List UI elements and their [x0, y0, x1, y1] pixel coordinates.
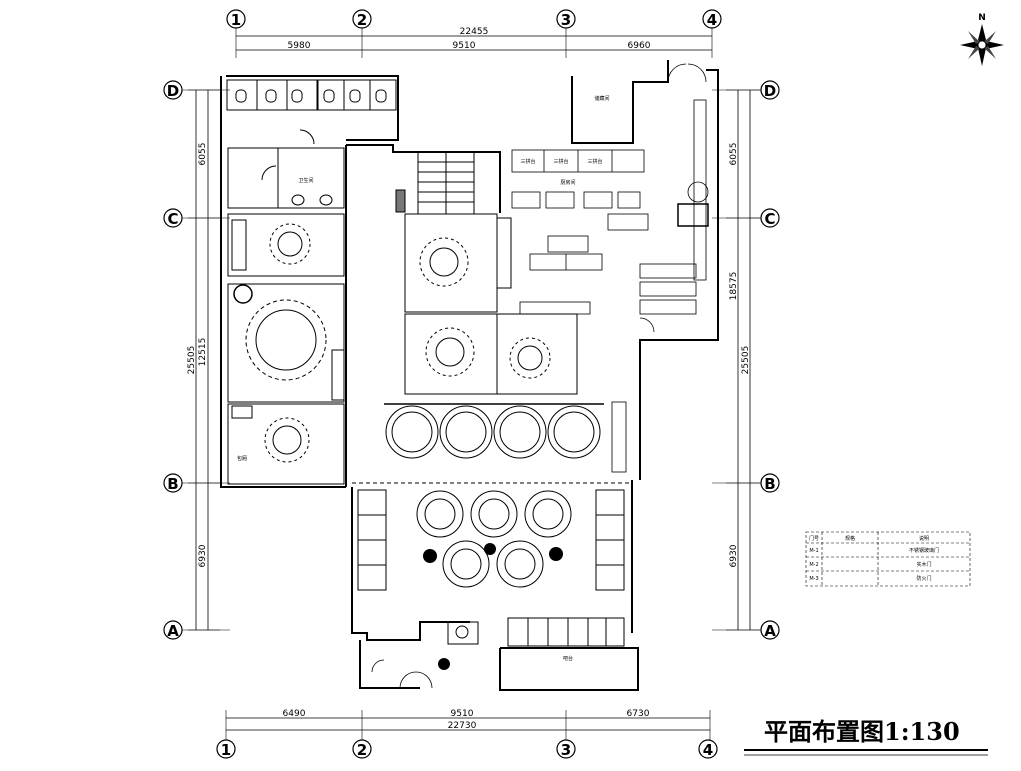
- bottom-dim-3: 6730: [627, 709, 650, 719]
- bottom-total-dim: 22730: [448, 721, 477, 731]
- axis-left-B: B: [167, 475, 178, 493]
- legend-header-2: 规格: [845, 535, 855, 542]
- door-legend-text: 门号 规格 说明 M-1 不锈钢玻璃门 M-2 实木门 M-3 防火门: [809, 535, 939, 582]
- label-kitchen-b: 三拼台: [553, 158, 568, 165]
- axis-top-3: 3: [561, 11, 571, 29]
- label-kitchen-a: 三拼台: [520, 158, 535, 165]
- label-private-room: 包厢: [237, 455, 247, 462]
- center-private-rooms: [395, 151, 578, 395]
- right-dim-3: 6930: [729, 544, 739, 567]
- legend-row1-col1: M-1: [809, 548, 818, 554]
- axis-right-C: C: [764, 210, 775, 228]
- door-legend-table: [805, 531, 971, 587]
- right-axis-labels: D C B A: [712, 80, 780, 640]
- axis-top-1: 1: [231, 11, 241, 29]
- top-total-dim: 22455: [460, 27, 489, 37]
- top-dim-1: 5980: [288, 41, 311, 51]
- label-kitchen-c: 三拼台: [587, 158, 602, 165]
- axis-left-A: A: [167, 622, 179, 640]
- left-axis-labels: D C B A: [163, 80, 230, 640]
- legend-header-1: 门号: [809, 535, 819, 542]
- left-dim-2: 12515: [198, 338, 208, 367]
- right-dim-1: 6055: [729, 143, 739, 166]
- axis-right-A: A: [764, 622, 776, 640]
- left-dim-1: 6055: [198, 143, 208, 166]
- left-dim-3: 6930: [198, 544, 208, 567]
- doors: [371, 63, 707, 689]
- legend-row3-col1: M-3: [809, 576, 818, 582]
- bottom-dimension-chain: 6490 9510 6730 22730: [225, 709, 711, 740]
- main-dining-area: [352, 403, 632, 647]
- axis-bottom-3: 3: [561, 741, 571, 759]
- kitchen-area: [511, 99, 709, 473]
- axis-left-D: D: [167, 82, 179, 100]
- label-kitchen-main: 厨房间: [560, 179, 575, 186]
- legend-row1-col3: 不锈钢玻璃门: [909, 547, 939, 554]
- left-total-dim: 25505: [187, 346, 197, 375]
- label-washroom: 卫生间: [298, 177, 313, 184]
- legend-row3-col3: 防火门: [916, 575, 931, 582]
- plant-decor: [423, 543, 563, 670]
- axis-bottom-1: 1: [221, 741, 231, 759]
- bottom-axis-labels: 1 2 3 4: [216, 739, 718, 759]
- legend-row2-col1: M-2: [809, 562, 818, 568]
- label-bar: 吧台: [563, 655, 573, 662]
- top-dim-3: 6960: [628, 41, 651, 51]
- axis-top-4: 4: [707, 11, 717, 29]
- drawing-scale: 1:130: [884, 717, 960, 746]
- right-dim-2: 18575: [729, 272, 739, 301]
- top-dim-2: 9510: [453, 41, 476, 51]
- outer-walls: [220, 60, 719, 691]
- top-axis-labels: 1 2 3 4: [226, 9, 722, 29]
- axis-right-D: D: [764, 82, 776, 100]
- north-label: N: [978, 13, 986, 23]
- left-dimension-chain: 25505 6055 12515 6930: [187, 89, 220, 631]
- room-labels: 三拼台 三拼台 三拼台 厨房间 卫生间 包厢 吧台 储藏间: [237, 95, 610, 662]
- legend-header-3: 说明: [919, 535, 929, 542]
- bottom-dim-2: 9510: [451, 709, 474, 719]
- right-dimension-chain: 6055 18575 25505 6930: [726, 89, 760, 631]
- top-dimension-chain: 22455 5980 9510 6960: [235, 27, 713, 58]
- drawing-title: 平面布置图: [764, 717, 884, 746]
- left-wing-rooms: [226, 79, 397, 485]
- axis-left-C: C: [167, 210, 178, 228]
- axis-bottom-4: 4: [703, 741, 713, 759]
- bottom-dim-1: 6490: [283, 709, 306, 719]
- label-storage: 储藏间: [594, 95, 609, 102]
- drawing-title-block: 平面布置图 1:130: [744, 717, 988, 756]
- axis-bottom-2: 2: [357, 741, 367, 759]
- right-total-dim: 25505: [741, 346, 751, 375]
- legend-row2-col3: 实木门: [916, 561, 931, 568]
- north-arrow: N: [960, 13, 1004, 66]
- axis-right-B: B: [764, 475, 775, 493]
- axis-top-2: 2: [357, 11, 367, 29]
